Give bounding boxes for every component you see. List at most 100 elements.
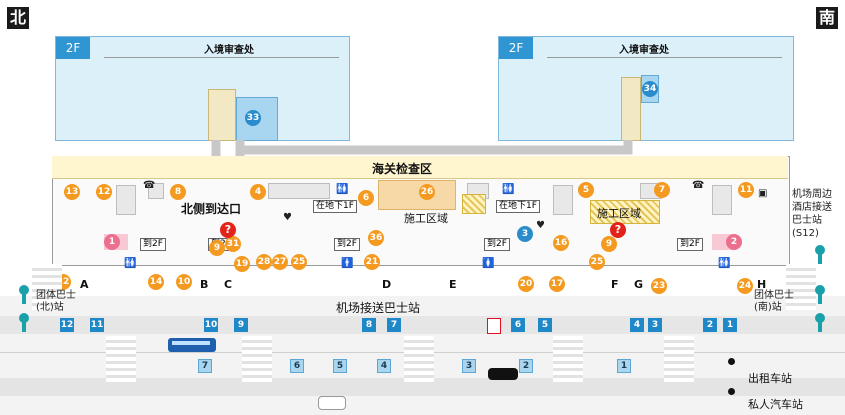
escalator-shaft — [208, 89, 236, 141]
private-car-station-marker — [728, 388, 735, 395]
bus-stop-lane2-4: 4 — [377, 359, 391, 373]
immigration-counter-row — [104, 57, 339, 66]
gate-b-label: B — [200, 278, 209, 291]
facility-badge-13: 13 — [64, 184, 80, 200]
facility-badge-6: 6 — [358, 190, 374, 206]
crosswalk — [553, 336, 583, 382]
facility-area-34: 34 — [641, 75, 659, 103]
aed-icon: ♥ — [536, 220, 545, 231]
to-2f-label: 到2F — [484, 238, 510, 251]
restroom-icon: 🚺 — [482, 258, 495, 269]
escalator-block — [553, 185, 573, 215]
to-2f-label: 到2F — [140, 238, 166, 251]
facility-badge-16: 16 — [553, 235, 569, 251]
bus-stop-2: 2 — [703, 318, 717, 332]
group-bus-south-label: 团体巴士 (南)站 — [754, 290, 794, 313]
immigration-counter-row — [547, 57, 782, 66]
facility-badge-19: 19 — [234, 256, 250, 272]
bus-stop-lane2-5: 5 — [333, 359, 347, 373]
phone-icon: ☎ — [143, 180, 156, 191]
facility-badge-34: 34 — [642, 81, 658, 97]
gate-c-label: C — [224, 278, 233, 291]
facility-badge-9: 9 — [209, 240, 225, 256]
escalator-block — [712, 185, 732, 215]
bus-stop-lane2-2: 2 — [519, 359, 533, 373]
immigration-label: 入境审查处 — [204, 45, 254, 56]
phone-icon: ☎ — [692, 180, 705, 191]
basement-link-label: 在地下1F — [313, 200, 357, 213]
facility-area-33: 33 — [236, 97, 278, 141]
facility-badge-8: 8 — [170, 184, 186, 200]
immigration-label: 入境审查处 — [619, 45, 669, 56]
facility-badge-2: 2 — [726, 234, 742, 250]
floor-tag: 2F — [499, 37, 533, 59]
bus-stop-7: 7 — [387, 318, 401, 332]
bus-stop-10: 10 — [204, 318, 218, 332]
gate-d-label: D — [382, 278, 392, 291]
information-icon: ? — [220, 222, 236, 238]
gate-a-label: A — [80, 278, 89, 291]
facility-badge-28: 28 — [256, 254, 272, 270]
restroom-icon: 🚹 — [341, 258, 354, 269]
hotel-shuttle-label: 机场周边 酒店接送 巴士站 (S12) — [792, 189, 832, 239]
bus-stop-9: 9 — [234, 318, 248, 332]
facility-badge-27: 27 — [272, 254, 288, 270]
escalator-block — [268, 183, 330, 199]
customs-zone: 海关检查区 — [52, 156, 788, 179]
group-bus-north-label: 团体巴士 (北)站 — [36, 290, 76, 313]
private-car-station-label: 私人汽车站 — [748, 398, 803, 411]
gate-g-label: G — [634, 278, 644, 291]
taxi-station-label: 出租车站 — [748, 372, 792, 385]
gate-f-label: F — [611, 278, 619, 291]
bus-stop-11: 11 — [90, 318, 104, 332]
bus-stop-4: 4 — [630, 318, 644, 332]
facility-badge-25: 25 — [291, 254, 307, 270]
bus-station-label: 机场接送巴士站 — [336, 301, 421, 315]
bus-stop-6: 6 — [511, 318, 525, 332]
aed-icon: ♥ — [283, 212, 292, 223]
facility-badge-12: 12 — [96, 184, 112, 200]
basement-link-label: 在地下1F — [496, 200, 540, 213]
facility-area-26 — [378, 180, 456, 210]
bus-icon — [168, 338, 216, 352]
crosswalk — [32, 264, 62, 310]
facility-badge-14: 14 — [148, 274, 164, 290]
gate-h-label: H — [757, 278, 767, 291]
customs-label: 海关检查区 — [372, 162, 433, 176]
upper-floor-2f-north: 2F 入境审查处 33 — [55, 36, 350, 141]
crosswalk — [106, 336, 136, 382]
bus-stop-lane2-7: 7 — [198, 359, 212, 373]
to-2f-label: 到2F — [677, 238, 703, 251]
taxi-station-marker — [728, 358, 735, 365]
construction-label: 施工区域 — [404, 212, 448, 225]
facility-badge-11: 11 — [738, 182, 754, 198]
facility-badge-24: 24 — [737, 278, 753, 294]
facility-badge-5: 5 — [578, 182, 594, 198]
south-direction-marker: 南 — [816, 7, 838, 29]
construction-area: 施工区域 — [590, 200, 660, 224]
facility-badge-4: 4 — [250, 184, 266, 200]
bus-stop-12: 12 — [60, 318, 74, 332]
facility-badge-1: 1 — [104, 234, 120, 250]
crosswalk — [242, 336, 272, 382]
north-arrival-exit-label: 北侧到达口 — [181, 202, 242, 216]
restroom-icon: 🚻 — [718, 258, 731, 269]
facility-badge-21: 21 — [364, 254, 380, 270]
facility-badge-9b: 9 — [601, 236, 617, 252]
facility-badge-3: 3 — [517, 226, 533, 242]
taxi-lane — [0, 378, 845, 396]
construction-label: 施工区域 — [597, 207, 641, 220]
floor-tag: 2F — [56, 37, 90, 59]
bus-stop-lane2-6: 6 — [290, 359, 304, 373]
facility-badge-23: 23 — [651, 278, 667, 294]
escalator-block — [116, 185, 136, 215]
facility-badge-7: 7 — [654, 182, 670, 198]
bus-stop-lane2-1: 1 — [617, 359, 631, 373]
facility-badge-31: 31 — [225, 236, 241, 252]
bus-stop-lane2-3: 3 — [462, 359, 476, 373]
bus-stop-3: 3 — [648, 318, 662, 332]
facility-badge-25b: 25 — [589, 254, 605, 270]
atm-icon: ▣ — [758, 188, 768, 199]
restroom-icon: 🚻 — [124, 258, 137, 269]
restroom-icon: 🚻 — [502, 184, 515, 195]
